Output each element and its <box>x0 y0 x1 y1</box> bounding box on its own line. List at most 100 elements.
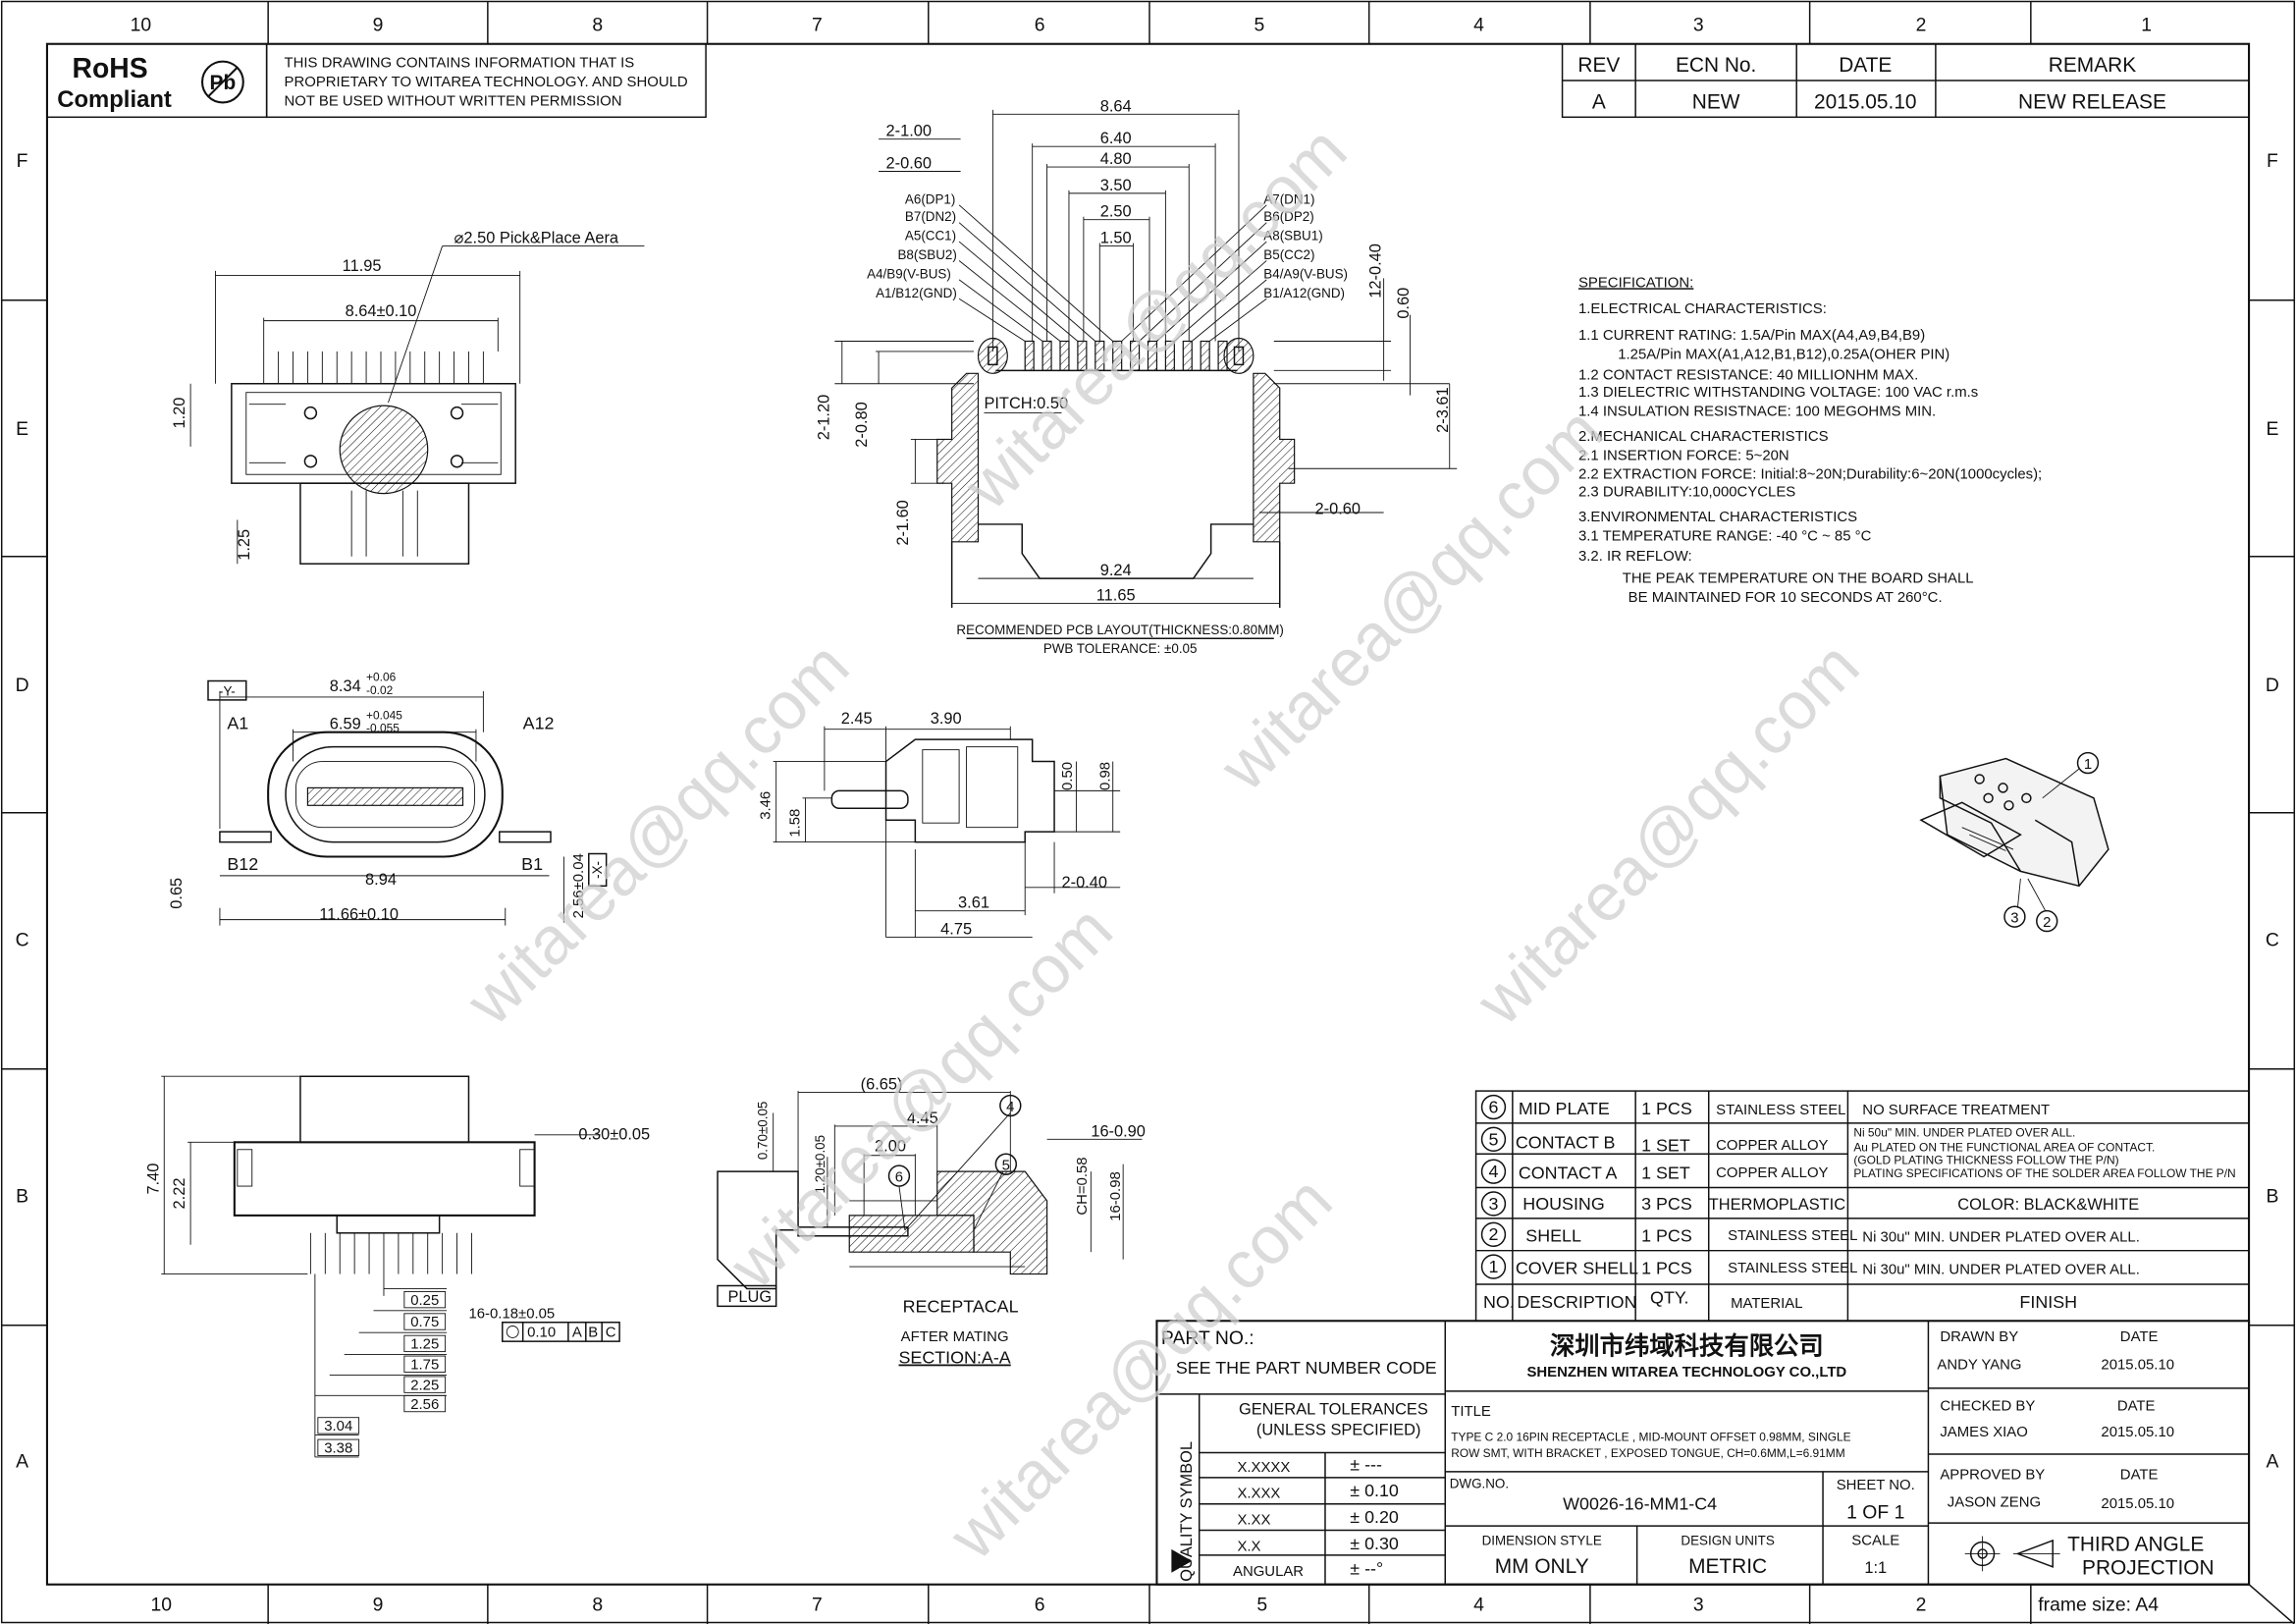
svg-text:THE PEAK TEMPERATURE ON TH: THE PEAK TEMPERATURE ON THE BOARD SHALL <box>1623 571 1974 587</box>
svg-text:2-0.60: 2-0.60 <box>886 155 932 173</box>
svg-text:9.24: 9.24 <box>1100 562 1132 579</box>
svg-text:3 PCS: 3 PCS <box>1641 1194 1692 1214</box>
dim-7-40: 7.40 <box>144 1164 162 1195</box>
svg-text:3: 3 <box>1489 1194 1499 1214</box>
pin-label-a4-b9: A4/B9(V-BUS) <box>867 266 951 281</box>
title-line-1: TYPE C 2.0 16PIN RECEPTACLE , MID-MOUNT … <box>1451 1431 1850 1444</box>
svg-text:+0.045: +0.045 <box>366 708 402 722</box>
side-view: 2.45 3.90 3.46 1.58 0.50 0.98 2-0.40 3.6… <box>759 710 1121 939</box>
pwb-tolerance: PWB TOLERANCE: ±0.05 <box>1043 641 1198 656</box>
svg-text:1.1 CURRENT RATING: 1.5A/Pi: 1.1 CURRENT RATING: 1.5A/Pin MAX(A4,A9,B… <box>1578 328 1925 344</box>
svg-text:2.00: 2.00 <box>875 1137 906 1155</box>
svg-text:FINISH: FINISH <box>2019 1292 2077 1312</box>
svg-text:2-3.61: 2-3.61 <box>1434 387 1452 432</box>
svg-text:2.1 INSERTION FORCE: 5~20N: 2.1 INSERTION FORCE: 5~20N <box>1578 448 1789 463</box>
zone-row-d: D <box>16 675 29 696</box>
dim-11-95: 11.95 <box>343 257 382 275</box>
zone-row-e-right: E <box>2266 418 2278 440</box>
bottom-side-view: 7.40 2.22 0.30±0.05 16-0.18±0.05 0.10 A … <box>144 1075 650 1458</box>
svg-text:1.ELECTRICAL CHARACTERISTICS:: 1.ELECTRICAL CHARACTERISTICS: <box>1578 301 1827 317</box>
svg-text:PROJECTION: PROJECTION <box>2082 1556 2215 1579</box>
quality-symbol: QUALITY SYMBOL <box>1171 1441 1196 1582</box>
zone-row-b: B <box>16 1185 28 1207</box>
pin-label-b5: B5(CC2) <box>1263 247 1314 262</box>
pin-label-b7: B7(DN2) <box>905 209 956 224</box>
position-icon <box>506 1326 519 1338</box>
svg-text:2-1.00: 2-1.00 <box>886 123 932 140</box>
svg-text:X.XXX: X.XXX <box>1237 1487 1280 1502</box>
svg-text:0.70±0.05: 0.70±0.05 <box>756 1102 771 1161</box>
svg-text:STAINLESS STEEL: STAINLESS STEEL <box>1728 1228 1857 1244</box>
zone-col-7-bottom: 7 <box>812 1595 823 1616</box>
pin-label-a6: A6(DP1) <box>905 191 955 206</box>
svg-text:16-0.90: 16-0.90 <box>1091 1122 1146 1140</box>
dim-2-56: 2.56±0.04 <box>571 853 587 918</box>
zone-col-1: 1 <box>2141 14 2152 35</box>
part-no-label: PART NO.: <box>1161 1327 1255 1349</box>
svg-text:4.80: 4.80 <box>1100 150 1132 168</box>
svg-text:4.45: 4.45 <box>907 1110 938 1127</box>
svg-text:1.4 INSULATION RESISTNACE:: 1.4 INSULATION RESISTNACE: 100 MEGOHMS M… <box>1578 405 1936 420</box>
svg-text:NO.: NO. <box>1483 1292 1515 1312</box>
pin-label-b1-a12: B1/A12(GND) <box>1263 286 1345 300</box>
sheet-number: 1 OF 1 <box>1846 1502 1904 1524</box>
svg-text:Ni 50u" MIN. UNDER PLATED: Ni 50u" MIN. UNDER PLATED OVER ALL. <box>1853 1125 2075 1139</box>
svg-text:3.61: 3.61 <box>958 894 989 912</box>
svg-text:4.75: 4.75 <box>940 921 972 939</box>
dim-1-20: 1.20 <box>171 398 188 429</box>
svg-text:1: 1 <box>2084 757 2092 773</box>
svg-text:METRIC: METRIC <box>1688 1555 1767 1578</box>
svg-text:0.98: 0.98 <box>1098 762 1114 790</box>
spec-title: SPECIFICATION: <box>1578 275 1693 291</box>
svg-text:DESIGN UNITS: DESIGN UNITS <box>1681 1533 1774 1547</box>
svg-text:2-1.60: 2-1.60 <box>894 500 912 545</box>
svg-text:3.90: 3.90 <box>931 710 962 728</box>
svg-text:CH=0.58: CH=0.58 <box>1075 1157 1091 1215</box>
front-view: -Y- 8.34 +0.06 -0.02 A1 6.59 +0.045 -0.0… <box>168 671 608 926</box>
pin-label-b6: B6(DP2) <box>1263 209 1313 224</box>
drawn-by: ANDY YANG <box>1937 1357 2021 1373</box>
section-label: SECTION:A-A <box>899 1348 1011 1368</box>
zone-row-c-right: C <box>2266 929 2279 950</box>
dim-6-59: 6.59 <box>330 716 361 733</box>
svg-text:± 0.10: ± 0.10 <box>1350 1481 1399 1500</box>
svg-text:1.50: 1.50 <box>1100 230 1132 247</box>
svg-text:1 SET: 1 SET <box>1641 1135 1690 1155</box>
rohs-block: RoHS Compliant Pb <box>46 42 268 119</box>
svg-text:2015.05.10: 2015.05.10 <box>2101 1425 2174 1440</box>
pin-b12-label: B12 <box>227 854 258 874</box>
svg-text:1.25A/Pin MAX(A1,A12,B1,B12),: 1.25A/Pin MAX(A1,A12,B1,B12),0.25A(OHER … <box>1618 347 1949 362</box>
svg-text:(GOLD PLATING THICKNESS FOL: (GOLD PLATING THICKNESS FOLLOW THE P/N) <box>1853 1154 2118 1167</box>
svg-text:0.75: 0.75 <box>410 1315 439 1330</box>
pin-a1-label: A1 <box>227 714 248 733</box>
svg-text:B: B <box>588 1326 598 1341</box>
svg-text:MM ONLY: MM ONLY <box>1495 1555 1589 1578</box>
svg-text:± --°: ± --° <box>1350 1558 1383 1578</box>
zone-row-b-right: B <box>2266 1185 2278 1207</box>
dim-8-64: 8.64±0.10 <box>346 302 417 320</box>
datum-x: -X- <box>590 861 605 879</box>
pin-label-a1-b12: A1/B12(GND) <box>876 286 957 300</box>
svg-text:1.20±0.05: 1.20±0.05 <box>813 1135 828 1194</box>
pin-label-b4-a9: B4/A9(V-BUS) <box>1263 266 1348 281</box>
svg-text:A: A <box>572 1326 582 1341</box>
pin-b1-label: B1 <box>521 854 543 874</box>
zone-row-f-right: F <box>2267 150 2278 172</box>
svg-text:1:1: 1:1 <box>1864 1559 1887 1577</box>
dim-16-0-18: 16-0.18±0.05 <box>468 1306 555 1322</box>
svg-text:2.MECHANICAL CHARACTERISTICS: 2.MECHANICAL CHARACTERISTICS <box>1578 429 1829 445</box>
svg-text:1.2 CONTACT RESISTANCE: 40: 1.2 CONTACT RESISTANCE: 40 MILLIONHM MAX… <box>1578 367 1918 383</box>
svg-text:STAINLESS STEEL: STAINLESS STEEL <box>1728 1261 1857 1276</box>
svg-text:BE MAINTAINED FOR 10 SECON: BE MAINTAINED FOR 10 SECONDS AT 260°C. <box>1629 590 1943 606</box>
svg-text:2.50: 2.50 <box>1100 203 1132 221</box>
svg-text:COVER SHELL: COVER SHELL <box>1516 1259 1638 1278</box>
svg-text:3: 3 <box>2010 911 2018 927</box>
dim-8-34: 8.34 <box>330 677 361 695</box>
svg-text:2-1.20: 2-1.20 <box>815 395 832 440</box>
pin-a12-label: A12 <box>523 714 555 733</box>
third-angle-projection-icon <box>1964 1536 2060 1572</box>
svg-text:SCALE: SCALE <box>1851 1533 1899 1548</box>
svg-text:5: 5 <box>1002 1159 1010 1174</box>
zone-col-8: 8 <box>592 14 603 35</box>
